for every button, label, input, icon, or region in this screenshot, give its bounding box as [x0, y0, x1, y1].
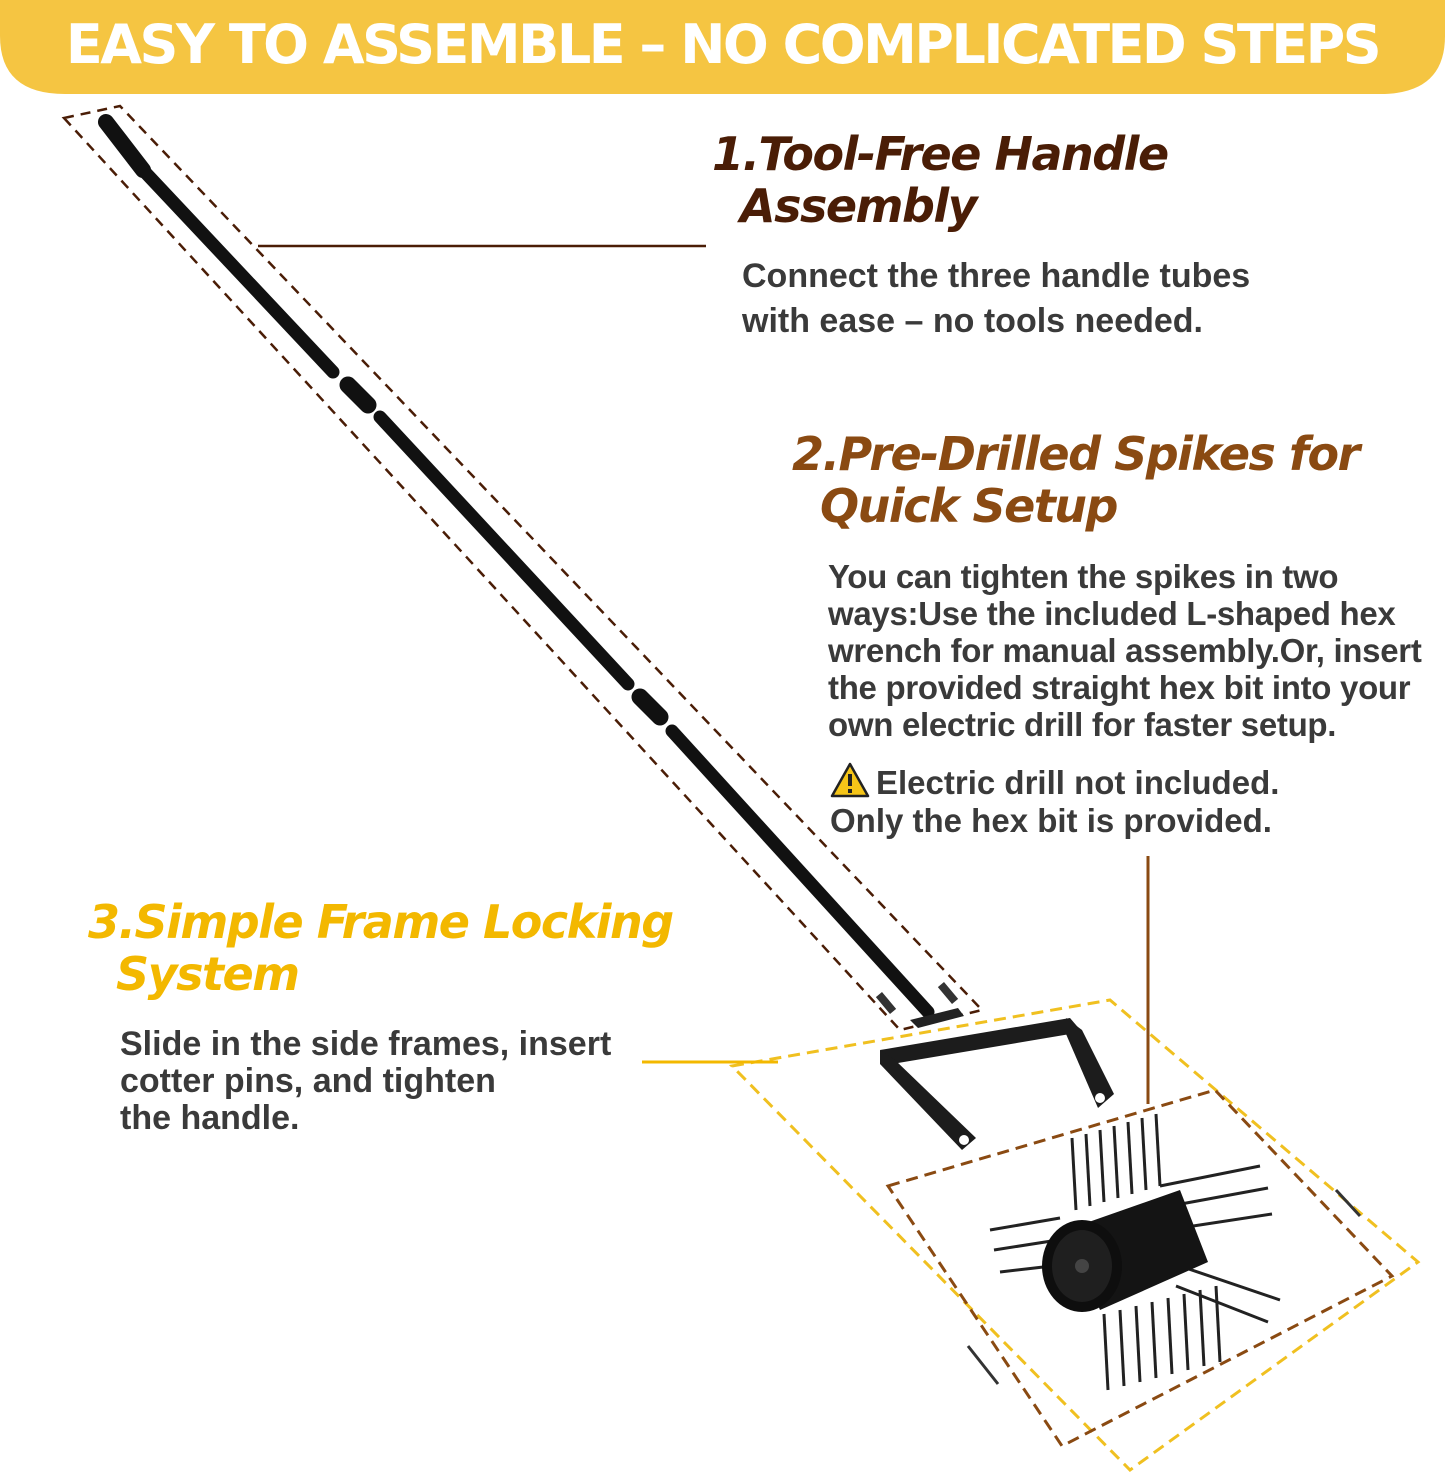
frame-outline — [728, 998, 1421, 1472]
step-1-title: 1.Tool-Free Handle Assembly — [712, 127, 1169, 233]
step-2-desc-line: wrench for manual assembly.Or, insert — [828, 632, 1422, 669]
banner-title: EASY TO ASSEMBLE – NO COMPLICATED STEPS — [65, 12, 1382, 76]
step-3-desc-line: Slide in the side frames, insert — [120, 1025, 612, 1063]
u-bracket — [880, 1018, 1114, 1150]
step-3-desc-line: cotter pins, and tighten — [120, 1062, 496, 1100]
handle-base-plate — [910, 1008, 964, 1028]
step-3-desc-line: the handle. — [120, 1099, 300, 1137]
spikes — [989, 1113, 1281, 1391]
step-1-title-line-1: 1.Tool-Free Handle — [712, 127, 1169, 181]
base-bolt-right — [937, 982, 959, 1004]
step-2-title-line-2: Quick Setup — [820, 479, 1118, 533]
cotter-pin-left — [966, 1345, 1000, 1385]
step-2-desc-line: You can tighten the spikes in two — [828, 558, 1339, 595]
step-2-desc-line: the provided straight hex bit into your — [828, 669, 1411, 706]
step-3-description: Slide in the side frames, insert cotter … — [120, 1026, 611, 1137]
step-2-title-line-1: 2.Pre-Drilled Spikes for — [792, 427, 1360, 481]
step-2-note-line: Only the hex bit is provided. — [830, 802, 1272, 839]
step-1-desc-line: Connect the three handle tubes — [742, 257, 1251, 295]
roller-drum — [1042, 1190, 1208, 1312]
step-3-title: 3.Simple Frame Locking System — [88, 895, 674, 1001]
step-1-title-line-2: Assembly — [740, 179, 978, 233]
step-2-note-line: Electric drill not included. — [876, 764, 1280, 801]
base-bolt-left — [875, 992, 897, 1014]
step-1-desc-line: with ease – no tools needed. — [742, 302, 1203, 340]
step-3-title-line-2: System — [116, 947, 300, 1001]
step-2-title: 2.Pre-Drilled Spikes for Quick Setup — [792, 427, 1360, 533]
step-1-description: Connect the three handle tubes with ease… — [742, 254, 1250, 344]
step-2-desc-line: ways:Use the included L-shaped hex — [828, 595, 1396, 632]
warning-icon — [830, 762, 870, 798]
step-2-desc-line: own electric drill for faster setup. — [828, 706, 1337, 743]
header-banner: EASY TO ASSEMBLE – NO COMPLICATED STEPS — [0, 0, 1445, 94]
step-3-title-line-1: 3.Simple Frame Locking — [88, 895, 674, 949]
step-2-description: You can tighten the spikes in two ways:U… — [828, 558, 1422, 743]
banner-background — [0, 0, 1445, 94]
handle-outline — [61, 104, 985, 1032]
handle-tubes — [98, 114, 935, 1019]
roller-outline — [885, 1088, 1395, 1448]
cotter-pin-right — [1334, 1188, 1362, 1218]
step-2-note: Electric drill not included. Only the he… — [830, 762, 1279, 840]
